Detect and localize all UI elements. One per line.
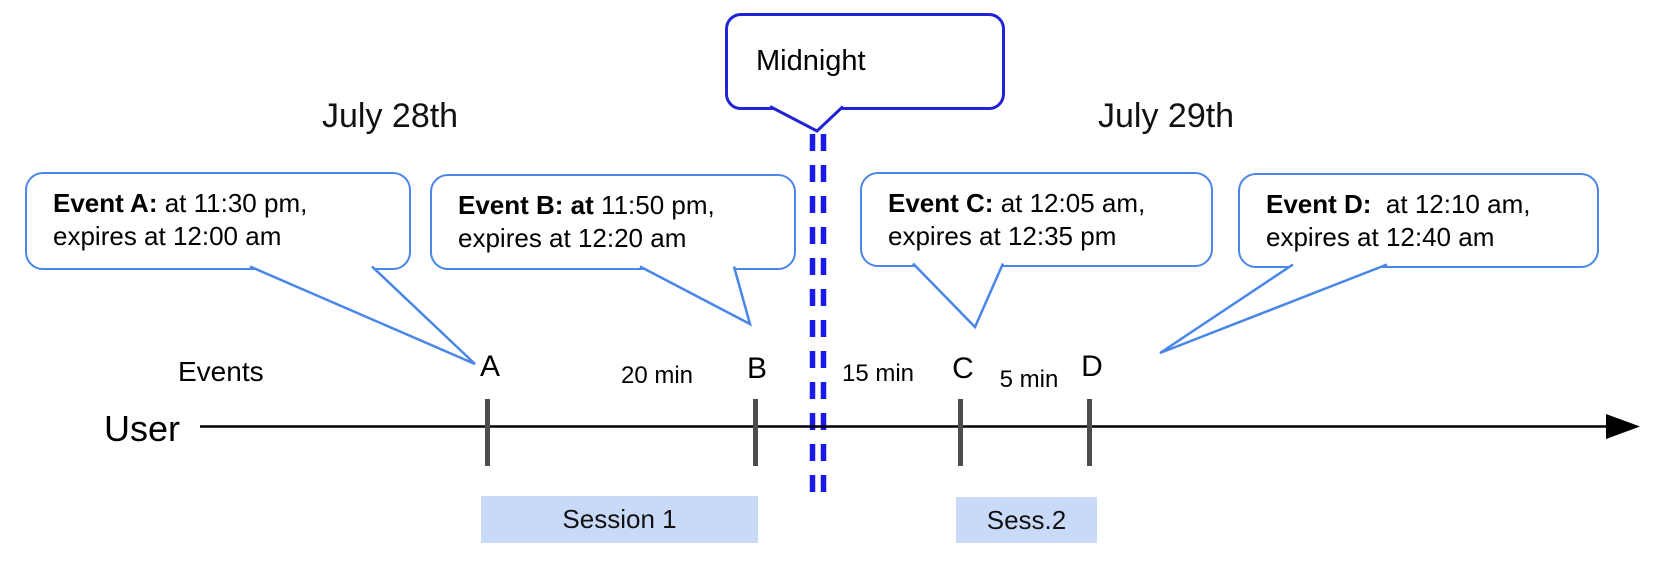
event-c-callout: Event C: at 12:05 am, expires at 12:35 p… [860,172,1213,267]
tick-label-d: D [1081,350,1103,383]
event-d-line1: Event D: at 12:10 am, [1266,188,1583,221]
day-heading-july-28: July 28th [322,97,459,135]
gap-label-15min: 15 min [841,360,915,387]
event-d-line2: expires at 12:40 am [1266,222,1495,252]
timeline-arrowhead-icon [1606,414,1640,439]
gap-label-20min: 20 min [620,362,694,389]
session-1-box: Session 1 [481,496,758,543]
event-a-time: at 11:30 pm, [157,188,308,218]
event-c-title: Event C: [888,188,994,218]
event-c-line2: expires at 12:35 pm [888,221,1117,251]
session-2-label: Sess.2 [986,504,1067,535]
event-d-title: Event D: [1266,189,1372,219]
event-b-line1: Event B: at 11:50 pm, [458,189,780,222]
tick-label-a: A [479,350,501,383]
tick-label-c: C [952,352,974,385]
event-d-callout: Event D: at 12:10 am, expires at 12:40 a… [1238,173,1599,268]
event-b-callout: Event B: at 11:50 pm, expires at 12:20 a… [430,174,796,270]
midnight-label: Midnight [756,45,866,77]
event-c-time: at 12:05 am, [993,188,1146,218]
user-axis-label: User [104,408,181,449]
session-2-box: Sess.2 [956,497,1097,543]
event-d-tail [1159,263,1388,355]
midnight-callout: Midnight [725,13,1005,110]
event-a-line2: expires at 12:00 am [53,221,282,251]
gap-label-5min: 5 min [999,366,1059,393]
event-b-title: Event B: at [458,190,594,220]
event-c-line1: Event C: at 12:05 am, [888,187,1197,220]
event-a-callout: Event A: at 11:30 pm, expires at 12:00 a… [25,172,411,270]
event-b-line2: expires at 12:20 am [458,223,687,253]
tick-label-b: B [746,352,768,385]
event-a-tail [249,265,476,366]
event-b-time: 11:50 pm, [593,190,715,220]
event-a-title: Event A: [53,188,158,218]
event-a-line1: Event A: at 11:30 pm, [53,187,395,220]
event-d-time: at 12:10 am, [1371,189,1531,219]
event-b-tail [639,265,752,327]
events-axis-label: Events [178,356,264,387]
session-1-label: Session 1 [562,504,677,534]
event-c-tail [912,262,1005,330]
day-heading-july-29: July 29th [1098,97,1235,135]
midnight-callout-tail [769,105,845,133]
